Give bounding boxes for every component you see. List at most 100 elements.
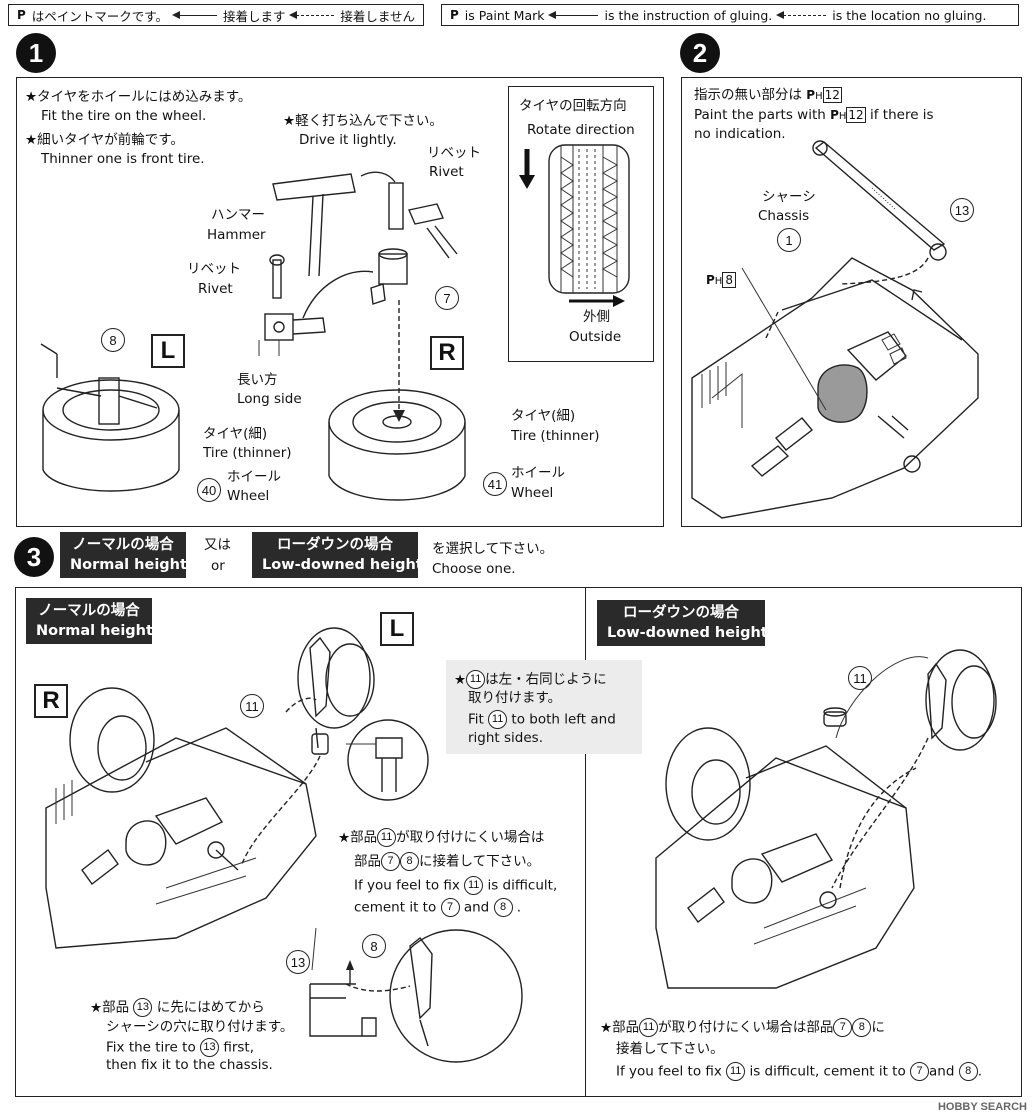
outside-label-jp: 外側 bbox=[583, 309, 610, 325]
wheel-l-label-jp: ホイール bbox=[227, 469, 281, 485]
tire-l-label-en: Tire (thinner) bbox=[203, 445, 292, 461]
legend-paint-mark-jp: はペイントマークです。 bbox=[31, 8, 169, 24]
rivet-top-label-jp: リベット bbox=[427, 145, 481, 161]
legend-glue-en: is the instruction of gluing. bbox=[604, 7, 773, 23]
outside-label-en: Outside bbox=[569, 329, 622, 345]
rivet-left-label-en: Rivet bbox=[198, 281, 233, 297]
drive-note: 軽く打ち込んで下さい。 bbox=[283, 112, 443, 131]
rotate-label-en: Rotate direction bbox=[527, 122, 635, 138]
tire-r-label-en: Tire (thinner) bbox=[511, 428, 600, 444]
normal-height-header: ノーマルの場合 Normal height bbox=[26, 598, 153, 644]
normal-height-header-en: Normal height bbox=[36, 623, 153, 639]
low-hard-en: If you feel to fix 11 is difficult, ceme… bbox=[616, 1062, 983, 1081]
wheel-r-label-en: Wheel bbox=[511, 485, 554, 501]
rotate-direction-box: タイヤの回転方向 Rotate direction 外側 Outside bbox=[508, 86, 654, 362]
rivet-left-label-jp: リベット bbox=[187, 261, 241, 277]
glue-arrow-icon bbox=[548, 10, 599, 19]
no-glue-arrow-icon bbox=[776, 10, 827, 19]
lowdown-chassis-illustration bbox=[655, 727, 915, 989]
choose-jp: を選択して下さい。 bbox=[432, 541, 554, 557]
hammer-label-jp: ハンマー bbox=[211, 207, 265, 223]
step1-note2-en: Thinner one is front tire. bbox=[41, 151, 205, 167]
panel-divider bbox=[585, 588, 586, 1096]
normal-height-jp: ノーマルの場合 bbox=[72, 537, 174, 553]
step1-note1: タイヤをホイールにはめ込みます。 bbox=[25, 88, 251, 107]
step-3-number: 3 bbox=[14, 537, 54, 577]
fix-first-en: Fix the tire to 13 first, bbox=[106, 1038, 254, 1057]
legend-no-glue-jp: 接着しません bbox=[340, 8, 415, 24]
watermark: HOBBY SEARCH bbox=[937, 1101, 1027, 1113]
step2-note-en-2: no indication. bbox=[694, 126, 786, 142]
part-40-callout: 40 bbox=[197, 478, 221, 502]
hammer-illustration bbox=[272, 173, 356, 277]
rotate-label-jp: タイヤの回転方向 bbox=[519, 98, 627, 114]
part-13-callout: 13 bbox=[286, 950, 310, 974]
part-11-callout-low: 11 bbox=[848, 666, 872, 690]
part-8-callout: 8 bbox=[101, 328, 125, 352]
paint-mark-icon: P bbox=[806, 88, 816, 102]
drive-note-en: Drive it lightly. bbox=[299, 132, 397, 148]
long-side-label-jp: 長い方 bbox=[237, 372, 278, 388]
hard-to-fix-en-2: cement it to 7 and 8 . bbox=[354, 898, 522, 917]
part-41-callout: 41 bbox=[483, 472, 507, 496]
chassis-label-en: Chassis bbox=[758, 208, 810, 224]
long-side-label-en: Long side bbox=[237, 391, 302, 407]
normal-height-en: Normal height bbox=[70, 557, 187, 573]
chassis-drawing bbox=[691, 140, 979, 519]
legend-no-glue-en: is the location no gluing. bbox=[832, 7, 987, 23]
left-wheel-illustration bbox=[40, 343, 180, 492]
wheel-l-label-en: Wheel bbox=[227, 488, 270, 504]
right-wheel-illustration bbox=[328, 389, 466, 501]
paint-mark-icon: P bbox=[830, 108, 839, 122]
left-side-label: L bbox=[380, 612, 414, 646]
normal-chassis-illustration bbox=[45, 687, 317, 949]
low-down-en: Low-downed height bbox=[262, 557, 423, 573]
legend-paint-mark-en: is Paint Mark bbox=[464, 7, 545, 23]
normal-height-option: ノーマルの場合 Normal height bbox=[60, 532, 187, 578]
step-3-panel: ノーマルの場合 Normal height R L 11 11は左・右同じように… bbox=[15, 587, 1022, 1097]
low-down-option: ローダウンの場合 Low-downed height bbox=[252, 532, 423, 578]
low-down-header: ローダウンの場合 Low-downed height bbox=[597, 600, 768, 646]
step1-assembly-drawing bbox=[40, 171, 466, 501]
step3-assembly-drawing bbox=[45, 627, 997, 1063]
no-glue-arrow-icon bbox=[289, 10, 335, 19]
hard-to-fix-en: If you feel to fix 11 is difficult, bbox=[354, 876, 558, 895]
step-1-number: 1 bbox=[16, 33, 56, 73]
step1-note2: 細いタイヤが前輪です。 bbox=[25, 131, 184, 150]
same-sides-en-2: right sides. bbox=[468, 730, 543, 746]
chassis-label-jp: シャーシ bbox=[762, 189, 816, 205]
step-2-number: 2 bbox=[680, 33, 720, 73]
paint-mark-icon: P bbox=[706, 273, 715, 287]
hammer-label-en: Hammer bbox=[207, 227, 266, 243]
fix-first-jp: 部品 13 に先にはめてから bbox=[90, 998, 265, 1018]
paint-mark-icon: P bbox=[450, 8, 459, 22]
fix-first-en-2: then fix it to the chassis. bbox=[106, 1057, 273, 1073]
part-13-callout: 13 bbox=[950, 198, 974, 222]
part-8-callout: 8 bbox=[362, 934, 386, 958]
tread-tire-illustration bbox=[519, 144, 630, 307]
low-hard-jp-2: 接着して下さい。 bbox=[616, 1041, 724, 1057]
right-side-label: R bbox=[430, 336, 464, 370]
same-sides-jp-2: 取り付けます。 bbox=[468, 690, 562, 706]
rivet-top-label-en: Rivet bbox=[429, 164, 464, 180]
fix-first-jp-2: シャーシの穴に取り付けます。 bbox=[106, 1019, 294, 1035]
tire-r-label-jp: タイヤ(細) bbox=[511, 408, 576, 424]
low-down-jp: ローダウンの場合 bbox=[277, 537, 393, 553]
wheel-r-label-jp: ホイール bbox=[511, 465, 565, 481]
part-11-callout: 11 bbox=[240, 694, 264, 718]
glue-arrow-icon bbox=[172, 10, 217, 19]
right-side-label: R bbox=[34, 684, 68, 718]
part-7-callout: 7 bbox=[435, 286, 459, 310]
choose-en: Choose one. bbox=[432, 561, 516, 577]
legend-en: P is Paint Mark is the instruction of gl… bbox=[441, 4, 1019, 26]
or-en: or bbox=[211, 558, 225, 574]
